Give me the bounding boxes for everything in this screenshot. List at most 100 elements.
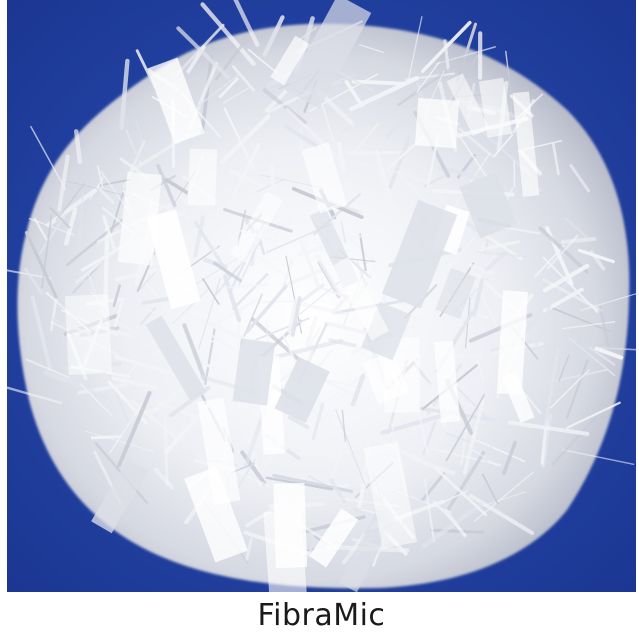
fiber-strand xyxy=(280,426,303,457)
fiber-strand xyxy=(290,296,302,337)
fiber-strand xyxy=(484,246,513,272)
fiber-strand xyxy=(458,127,493,157)
fiber-strand xyxy=(369,210,401,232)
fiber-bundle xyxy=(270,35,310,86)
fiber-strand xyxy=(139,307,156,325)
fiber-strand xyxy=(547,305,611,333)
fiber-strand xyxy=(560,236,597,244)
fiber-strand xyxy=(375,149,399,224)
fiber-bundle xyxy=(285,0,372,109)
fiber-strand xyxy=(375,437,429,466)
fiber-strand xyxy=(462,399,485,475)
fiber-bundle xyxy=(184,466,248,563)
fiber-bundle xyxy=(197,397,241,505)
fiber-strand xyxy=(315,253,343,297)
fiber-strand xyxy=(245,537,253,561)
fiber-strand xyxy=(7,269,52,280)
fiber-strand xyxy=(85,430,155,453)
fiber-strand xyxy=(238,471,271,488)
fiber-strand xyxy=(331,420,355,476)
fiber-strand xyxy=(599,347,636,351)
fiber-strand xyxy=(119,58,130,131)
fiber-strand xyxy=(328,219,377,264)
fiber-strand xyxy=(233,0,260,48)
fiber-strand xyxy=(296,301,347,316)
fiber-strand xyxy=(594,346,624,360)
fiber-strand xyxy=(430,447,502,467)
fiber-strand xyxy=(598,305,610,348)
fiber-strand xyxy=(113,297,125,328)
fiber-strand xyxy=(534,304,551,346)
fiber-strand xyxy=(135,119,156,180)
fiber-bundle xyxy=(331,256,390,341)
fiber-strand xyxy=(255,317,310,341)
fiber-strand xyxy=(430,528,485,534)
fiber-strand xyxy=(472,449,499,467)
fiber-strand xyxy=(227,142,261,207)
fiber-strand xyxy=(172,288,209,324)
fiber-strand xyxy=(344,80,364,108)
fiber-strand xyxy=(187,73,240,115)
fiber-strand xyxy=(492,134,514,158)
fiber-strand xyxy=(476,359,484,381)
fiber-strand xyxy=(455,385,489,420)
fiber-strand xyxy=(552,143,560,176)
fiber-strand xyxy=(452,153,491,209)
fiber-bundle xyxy=(309,508,359,568)
fiber-strand xyxy=(262,88,307,125)
fiber-strand xyxy=(445,394,486,462)
fiber-bundle xyxy=(230,191,284,264)
fiber-strand xyxy=(569,337,616,377)
fiber-strand xyxy=(140,408,164,414)
fiber-strand xyxy=(541,412,553,468)
fiber-strand xyxy=(335,409,366,486)
fiber-strand xyxy=(73,129,83,165)
fiber-strand xyxy=(358,44,385,54)
caption-text: FibraMic xyxy=(257,597,386,633)
fiber-bundle xyxy=(263,509,308,592)
caption-bar: FibraMic xyxy=(7,592,636,638)
fiber-strand xyxy=(350,373,366,407)
fiber-strand xyxy=(502,440,517,476)
fiber-bundle xyxy=(147,57,205,144)
fiber-strand xyxy=(337,141,346,174)
fiber-strand xyxy=(421,501,484,549)
fiber-strand xyxy=(327,387,348,424)
fiber-strand xyxy=(397,62,458,106)
fiber-strand xyxy=(219,114,271,164)
fiber-strand xyxy=(77,191,85,253)
fiber-strand xyxy=(551,415,598,466)
fiber-strand xyxy=(99,178,131,187)
fiber-bundle xyxy=(512,91,540,197)
fiber-strand xyxy=(388,135,412,190)
fiber-strand xyxy=(349,75,420,112)
fiber-bundle xyxy=(363,441,418,549)
fiber-strand xyxy=(30,125,67,191)
fiber-bundle xyxy=(362,350,410,405)
fiber-strand xyxy=(114,355,186,379)
fiber-strand xyxy=(111,376,158,390)
fiber-bundle xyxy=(446,73,490,137)
fiber-bundle xyxy=(274,356,330,424)
fiber-strand xyxy=(149,385,187,415)
fiber-strand xyxy=(439,236,475,280)
fiber-strand xyxy=(546,234,579,270)
fiber-strand xyxy=(229,169,305,208)
fiber-strand xyxy=(457,132,487,178)
fiber-strand xyxy=(358,425,374,502)
fiber-strand xyxy=(562,449,635,465)
fiber-strand xyxy=(156,164,177,208)
fiber-strand xyxy=(558,354,570,382)
fiber-strand xyxy=(130,399,177,439)
fiber-strand xyxy=(287,298,298,334)
fiber-strand xyxy=(262,15,285,57)
fiber-strand xyxy=(301,426,352,460)
fiber-strand xyxy=(46,188,98,228)
fiber-bundle xyxy=(381,199,458,309)
fiber-strand xyxy=(481,473,499,504)
fiber-strand xyxy=(481,491,527,507)
fiber-strand xyxy=(24,267,44,296)
fiber-strand xyxy=(90,435,123,440)
fiber-strand xyxy=(342,117,360,134)
fiber-strand xyxy=(542,287,584,313)
